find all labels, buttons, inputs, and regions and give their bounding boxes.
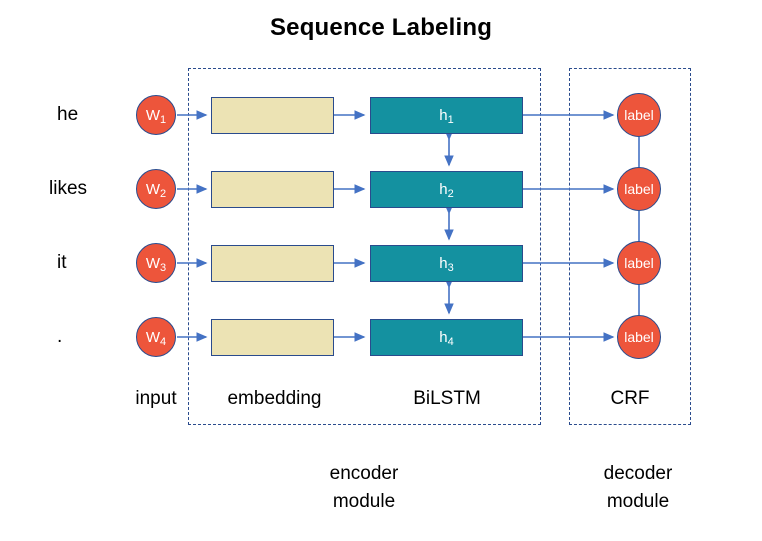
- layer-caption-input: input: [135, 388, 177, 409]
- encoder-module-caption: encoder module: [284, 460, 444, 515]
- crf-label-text-4: label: [624, 329, 654, 345]
- layer-caption-crf: CRF: [610, 388, 650, 409]
- layer-caption-embedding: embedding: [227, 388, 322, 409]
- crf-label-text-3: label: [624, 255, 654, 271]
- input-word-3: it: [57, 252, 67, 273]
- encoder-module-boundary: [188, 68, 541, 425]
- token-circle-4[interactable]: W4: [136, 317, 176, 357]
- crf-label-circle-3[interactable]: label: [617, 241, 661, 285]
- embedding-block-4[interactable]: [211, 319, 334, 356]
- layer-caption-bilstm: BiLSTM: [413, 388, 481, 409]
- bilstm-block-4[interactable]: h4: [370, 319, 523, 356]
- bilstm-block-label-3: h3: [439, 255, 454, 274]
- decoder-module-caption-line1: decoder: [603, 463, 673, 484]
- bilstm-block-label-2: h2: [439, 181, 454, 200]
- token-circle-label-1: W1: [145, 106, 167, 126]
- crf-label-text-1: label: [624, 107, 654, 123]
- bilstm-block-label-1: h1: [439, 107, 454, 126]
- embedding-block-2[interactable]: [211, 171, 334, 208]
- encoder-module-caption-line1: encoder: [329, 463, 399, 484]
- token-circle-label-2: W2: [145, 180, 167, 200]
- bilstm-block-1[interactable]: h1: [370, 97, 523, 134]
- token-circle-label-3: W3: [145, 254, 167, 274]
- encoder-module-caption-line2: module: [332, 490, 396, 512]
- bilstm-block-label-4: h4: [439, 329, 454, 348]
- input-word-2: likes: [49, 178, 88, 199]
- token-circle-3[interactable]: W3: [136, 243, 176, 283]
- crf-label-circle-2[interactable]: label: [617, 167, 661, 211]
- token-circle-label-4: W4: [145, 328, 167, 348]
- embedding-block-3[interactable]: [211, 245, 334, 282]
- token-circle-1[interactable]: W1: [136, 95, 176, 135]
- crf-label-circle-4[interactable]: label: [617, 315, 661, 359]
- decoder-module-caption-line2: module: [606, 490, 670, 512]
- page-title: Sequence Labeling: [269, 14, 493, 41]
- embedding-block-1[interactable]: [211, 97, 334, 134]
- input-word-4: .: [57, 326, 63, 347]
- bilstm-block-2[interactable]: h2: [370, 171, 523, 208]
- crf-label-text-2: label: [624, 181, 654, 197]
- decoder-module-caption: decoder module: [558, 460, 718, 515]
- input-word-1: he: [57, 104, 79, 125]
- bilstm-block-3[interactable]: h3: [370, 245, 523, 282]
- crf-label-circle-1[interactable]: label: [617, 93, 661, 137]
- token-circle-2[interactable]: W2: [136, 169, 176, 209]
- decoder-module-boundary: [569, 68, 691, 425]
